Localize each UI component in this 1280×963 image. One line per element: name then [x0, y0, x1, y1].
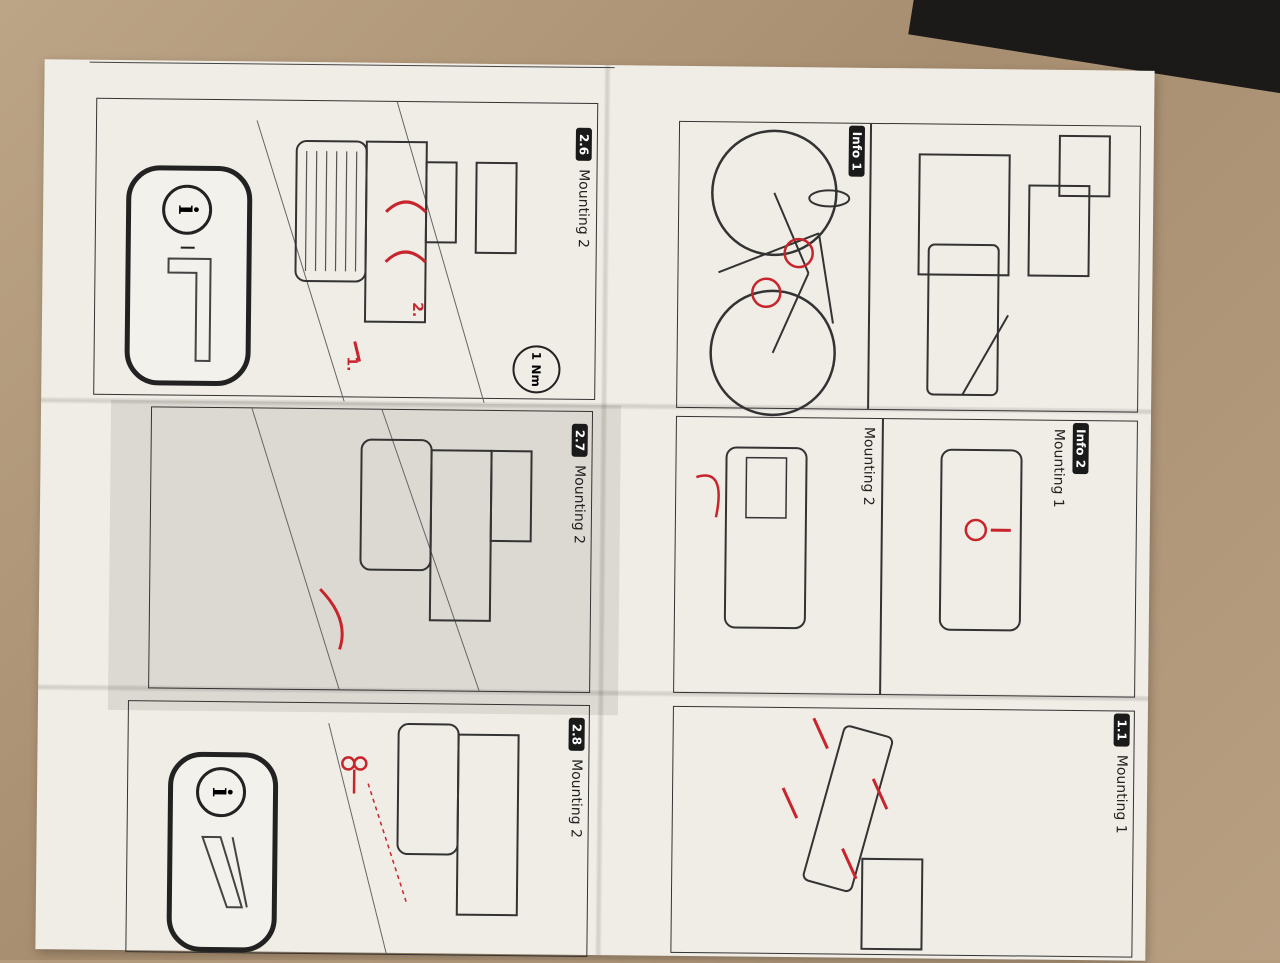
panel-2-8: 2.8Mounting 2 i: [125, 700, 590, 957]
arrow-label-2: 2.: [409, 302, 425, 317]
panel-2-7: 2.7Mounting 2: [148, 406, 593, 693]
mounting-drawing-b: [879, 419, 1137, 697]
arrow-label-1: 1.: [343, 356, 359, 371]
panel-info-2: Info 2 Mounting 1 Mounting 2: [673, 416, 1138, 698]
panel-2-6: 2.6Mounting 2 1 Nm i 1.: [93, 98, 598, 400]
package-contents-drawing: [867, 124, 1140, 412]
panel-1-1: 1.1Mounting 1: [670, 706, 1135, 958]
bicycle-drawing: [677, 122, 870, 409]
instruction-sheet: 2.6Mounting 2 1 Nm i 1.: [35, 59, 1154, 961]
bracket-drawing: [149, 407, 592, 692]
cutting-drawing: [126, 701, 589, 956]
mounting-drawing-a: [674, 417, 882, 694]
parts-drawing: [671, 707, 1134, 957]
lock-bracket-drawing: [94, 99, 597, 399]
panel-info-1: Info 1: [676, 121, 1141, 413]
